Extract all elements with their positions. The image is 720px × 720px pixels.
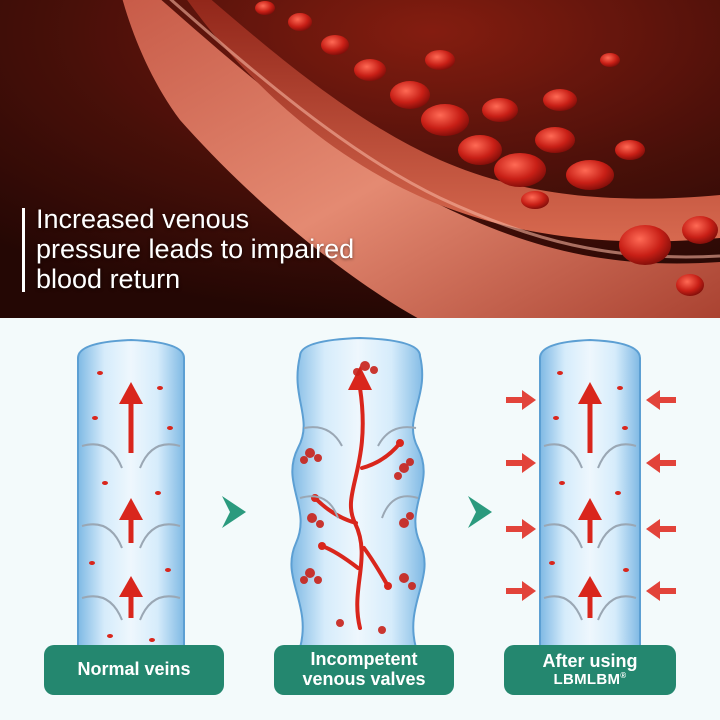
arrow-left-icon — [646, 581, 676, 601]
headline: Increased venous pressure leads to impai… — [36, 204, 456, 294]
blood-vessel-illustration — [0, 0, 720, 318]
label-incompetent-line-1: Incompetent — [310, 649, 418, 670]
label-incompetent-valves: Incompetent venous valves — [274, 645, 454, 695]
arrow-right-icon — [506, 390, 536, 410]
headline-line-3: blood return — [36, 264, 181, 294]
compression-arrows — [506, 390, 676, 601]
arrow-left-icon — [646, 453, 676, 473]
vein-incompetent — [290, 336, 426, 649]
hero-image: Increased venous pressure leads to impai… — [0, 0, 720, 318]
chevron-right-icon — [222, 496, 246, 528]
vein-normal — [77, 338, 185, 649]
label-normal-veins-text: Normal veins — [77, 659, 191, 680]
arrow-left-icon — [646, 390, 676, 410]
arrow-right-icon — [506, 519, 536, 539]
brand-name-text: LBMLBM — [553, 670, 621, 688]
headline-line-1: Increased venous — [36, 204, 250, 234]
chevron-right-icon — [468, 496, 492, 528]
brand-name: LBMLBM® — [553, 670, 627, 689]
registered-mark: ® — [620, 670, 627, 680]
red-blood-cells — [255, 1, 718, 296]
label-normal-veins: Normal veins — [44, 645, 224, 695]
label-incompetent-line-2: venous valves — [302, 669, 426, 689]
headline-accent-bar — [22, 208, 25, 292]
arrow-right-icon — [506, 453, 536, 473]
arrow-right-icon — [506, 581, 536, 601]
headline-line-2: pressure leads to impaired — [36, 234, 355, 264]
vein-after-using — [539, 338, 641, 649]
arrow-left-icon — [646, 519, 676, 539]
label-after-using: After using LBMLBM® — [504, 645, 676, 695]
label-after-using-line-1: After using — [542, 650, 638, 671]
vein-comparison-diagram — [77, 336, 676, 649]
